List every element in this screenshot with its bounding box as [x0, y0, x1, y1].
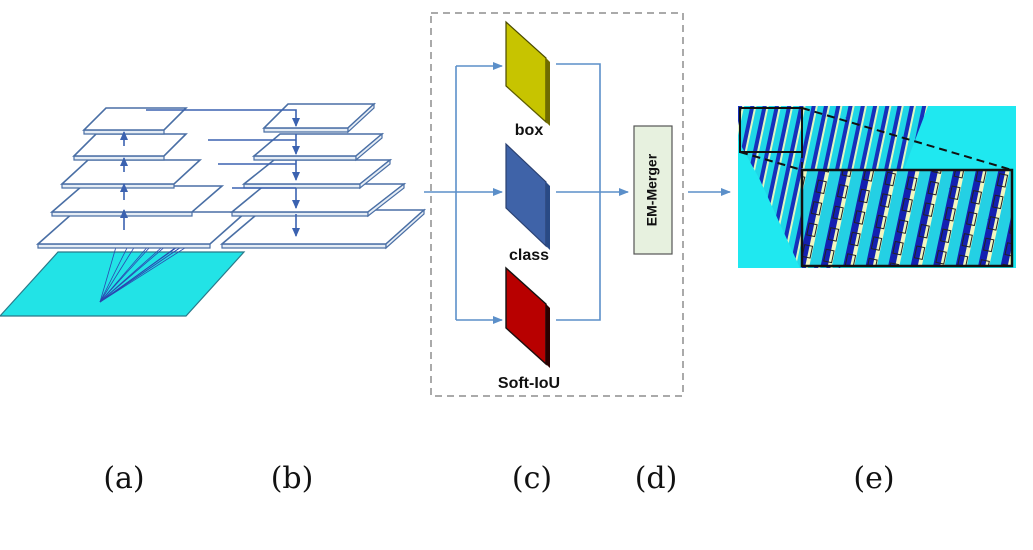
soft-iou-head	[505, 266, 550, 368]
panel-label-e: (e)	[853, 461, 894, 496]
box-head	[505, 20, 550, 126]
panel-label-c: (c)	[512, 461, 552, 496]
box-head-label: box	[515, 122, 544, 139]
pyramid-level-1	[35, 211, 249, 249]
panel-label-d: (d)	[635, 461, 678, 496]
class-head	[505, 142, 550, 250]
fpn-level-6	[270, 84, 362, 104]
detection-output-image	[738, 106, 1016, 268]
pyramid-level-3	[59, 159, 203, 189]
zoom-source-box	[739, 107, 803, 153]
pyramid-level-4	[72, 133, 188, 161]
fpn-level-5	[262, 102, 377, 134]
head-branches	[455, 62, 629, 324]
pyramid-level-5	[82, 107, 188, 135]
input-image	[0, 251, 246, 317]
em-merger-block: EM-Merger	[633, 125, 673, 255]
em-merger-label: EM-Merger	[644, 153, 660, 226]
backbone-pyramid	[0, 107, 249, 317]
fpn-level-2	[229, 182, 407, 218]
class-head-label: class	[509, 247, 549, 264]
fpn-level-4	[251, 132, 385, 162]
top-down-pyramid	[146, 84, 427, 250]
lateral-connections	[146, 109, 300, 237]
soft-iou-head-label: Soft-IoU	[498, 375, 560, 392]
fpn-level-3	[241, 158, 393, 190]
fpn-level-1	[219, 208, 427, 250]
panel-label-b: (b)	[271, 461, 314, 496]
zoom-inset	[800, 168, 1014, 268]
panel-label-a: (a)	[103, 461, 144, 496]
heads-dashed-box	[430, 12, 684, 397]
